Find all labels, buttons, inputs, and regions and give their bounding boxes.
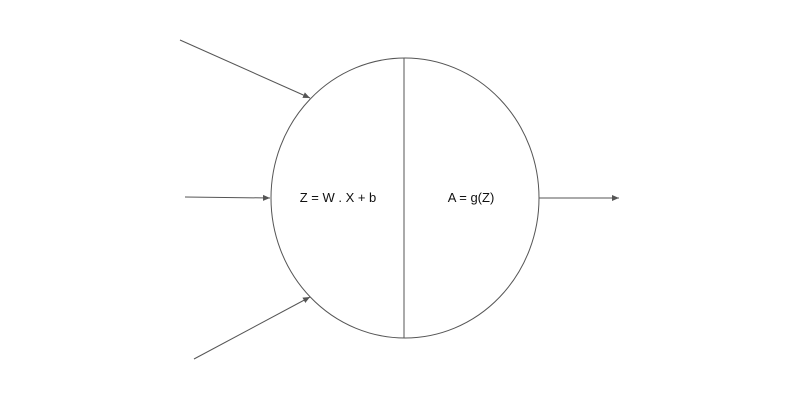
input-arrow-bottom <box>193 296 311 360</box>
linear-formula: Z = W . X + b <box>300 190 377 205</box>
activation-formula: A = g(Z) <box>448 190 495 205</box>
input-arrow-top <box>179 39 311 99</box>
input-arrow-middle <box>184 194 271 201</box>
